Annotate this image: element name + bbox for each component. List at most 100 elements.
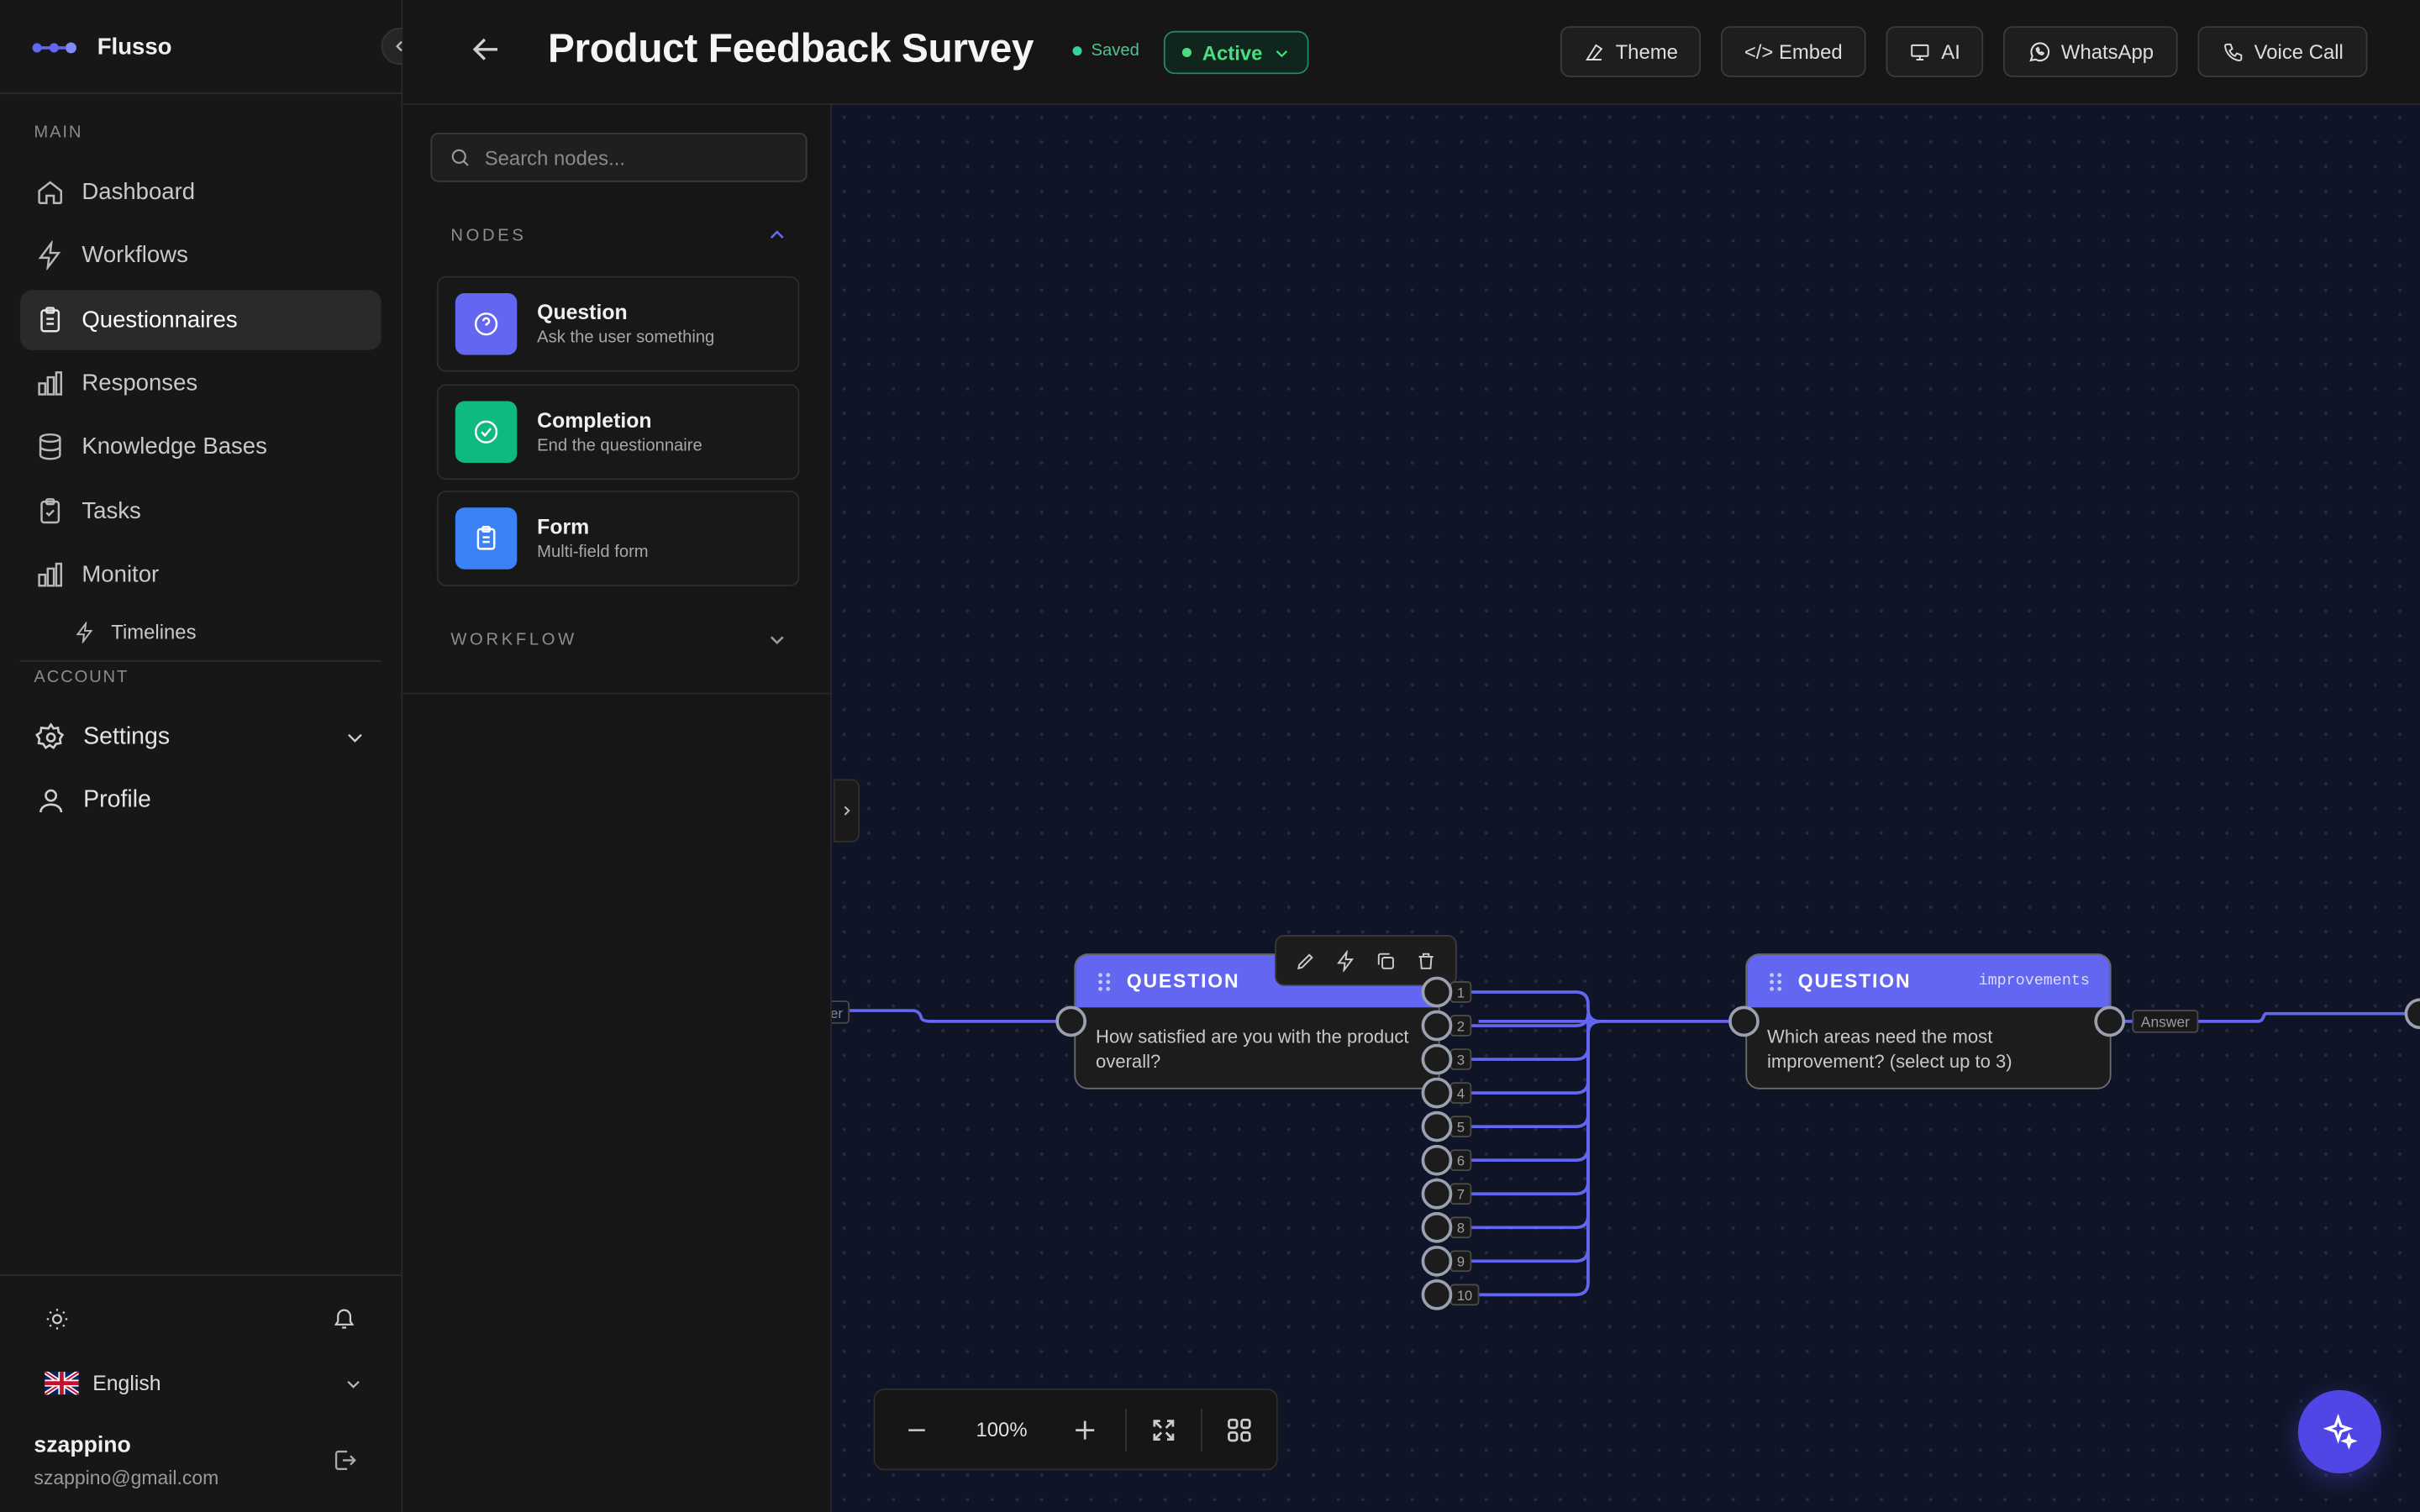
answer-output-handle[interactable] xyxy=(1421,1178,1453,1210)
search-box[interactable] xyxy=(430,132,808,182)
answer-output-label: 7 xyxy=(1457,1187,1465,1203)
chevron-left-icon xyxy=(396,40,402,52)
layout-grid-button[interactable] xyxy=(1202,1415,1276,1443)
theme-button-label: Theme xyxy=(1615,39,1678,64)
nodes-section-header[interactable]: NODES xyxy=(450,225,786,245)
arrow-left-icon xyxy=(472,38,498,60)
answer-output-handle[interactable] xyxy=(1421,1077,1453,1109)
edge-label-left: er xyxy=(831,1000,850,1024)
node-type-desc: Ask the user something xyxy=(537,328,715,348)
chevron-up-icon xyxy=(770,230,784,239)
answer-output-handle[interactable] xyxy=(1421,1144,1453,1176)
node-type-desc: End the questionnaire xyxy=(537,436,702,455)
language-select[interactable]: English xyxy=(45,1371,362,1395)
nodes-section-label: NODES xyxy=(450,226,527,245)
whatsapp-icon xyxy=(2028,42,2049,62)
workflow-section-header[interactable]: WORKFLOW xyxy=(450,629,786,649)
question-node-improvements[interactable]: QUESTION improvements Which areas need t… xyxy=(1745,953,2112,1089)
sidebar-item-knowledge-bases[interactable]: Knowledge Bases xyxy=(20,417,381,477)
sidebar-item-workflows[interactable]: Workflows xyxy=(20,225,381,286)
chevron-down-icon xyxy=(1276,50,1288,57)
trash-icon[interactable] xyxy=(1415,949,1437,971)
sidebar-item-monitor[interactable]: Monitor xyxy=(20,544,381,605)
next-node-handle[interactable] xyxy=(2404,998,2420,1030)
fit-view-button[interactable] xyxy=(1127,1415,1201,1443)
answer-output-handle[interactable] xyxy=(1421,1010,1453,1042)
status-label: Active xyxy=(1202,40,1263,65)
sidebar-item-settings[interactable]: Settings xyxy=(20,706,381,767)
answer-label: Answer xyxy=(2141,1013,2190,1030)
flow-canvas[interactable] xyxy=(831,104,2420,1512)
node-type-title: Question xyxy=(537,301,628,324)
input-handle[interactable] xyxy=(1055,1005,1087,1037)
answer-output-handle[interactable] xyxy=(1421,1043,1453,1075)
node-type-question[interactable]: Question Ask the user something xyxy=(436,276,800,372)
answer-output-handle[interactable] xyxy=(1421,1245,1453,1277)
output-handle[interactable] xyxy=(2094,1005,2126,1037)
node-toolbar xyxy=(1275,935,1457,986)
grid-icon xyxy=(1228,1417,1251,1441)
answer-output-label: 9 xyxy=(1457,1254,1465,1270)
zoom-in-button[interactable] xyxy=(1044,1415,1125,1443)
edge-outgoing xyxy=(2118,1011,2420,1023)
input-handle[interactable] xyxy=(1728,1005,1760,1037)
voice-call-button[interactable]: Voice Call xyxy=(2197,26,2368,77)
drag-handle-icon[interactable] xyxy=(1769,971,1783,991)
saved-indicator: Saved xyxy=(1072,42,1139,60)
answer-output-handle[interactable] xyxy=(1421,976,1453,1008)
answer-output-handle[interactable] xyxy=(1421,1211,1453,1243)
sidebar-item-label: Workflows xyxy=(82,242,188,269)
home-icon xyxy=(38,181,63,204)
node-type-label: QUESTION xyxy=(1126,970,1240,992)
sidebar-item-profile[interactable]: Profile xyxy=(20,770,381,831)
ai-assistant-button[interactable] xyxy=(2297,1389,2382,1474)
drag-handle-icon[interactable] xyxy=(1097,971,1112,991)
answer-edges xyxy=(1436,990,1601,1297)
sidebar-item-dashboard[interactable]: Dashboard xyxy=(20,162,381,223)
whatsapp-button[interactable]: WhatsApp xyxy=(2003,26,2178,77)
node-type-form[interactable]: Form Multi-field form xyxy=(436,491,800,586)
lightning-icon xyxy=(76,621,93,643)
panel-toggle-button[interactable] xyxy=(833,779,860,843)
back-button[interactable] xyxy=(469,33,502,66)
answer-output-label: 10 xyxy=(1457,1288,1472,1304)
answer-output-label: 5 xyxy=(1457,1120,1465,1136)
app-name: Flusso xyxy=(97,34,172,60)
clipboard-list-icon xyxy=(476,525,496,550)
plus-icon xyxy=(1076,1420,1095,1439)
node-question-text: Which areas need the most improvement? (… xyxy=(1767,1026,2012,1073)
gear-icon xyxy=(35,722,65,749)
sidebar-item-responses[interactable]: Responses xyxy=(20,354,381,414)
sidebar-item-questionnaires[interactable]: Questionnaires xyxy=(19,290,381,350)
app-logo[interactable]: Flusso xyxy=(31,34,172,60)
lightning-icon[interactable] xyxy=(1335,949,1357,972)
theme-button[interactable]: Theme xyxy=(1560,26,1702,77)
answer-output-handle[interactable] xyxy=(1421,1110,1453,1142)
status-dropdown[interactable]: Active xyxy=(1163,30,1309,75)
edges-layer: er xyxy=(831,990,2420,1297)
theme-toggle[interactable] xyxy=(45,1307,69,1331)
answer-output-handle[interactable] xyxy=(1421,1278,1453,1310)
node-type-title: Completion xyxy=(537,408,652,433)
sidebar-item-tasks[interactable]: Tasks xyxy=(20,481,381,542)
page-title[interactable]: Product Feedback Survey xyxy=(548,24,1034,71)
saved-dot-icon xyxy=(1072,46,1082,56)
ai-button[interactable]: AI xyxy=(1886,26,1984,77)
zoom-out-button[interactable] xyxy=(875,1417,958,1441)
copy-icon[interactable] xyxy=(1375,949,1397,971)
embed-button[interactable]: </> Embed xyxy=(1720,26,1866,77)
sidebar: Flusso MAIN Dashboard Workflows Question… xyxy=(0,0,403,1512)
search-input[interactable] xyxy=(484,145,778,170)
logout-button[interactable] xyxy=(332,1447,358,1473)
answer-output-label: 1 xyxy=(1457,984,1465,1000)
node-type-completion[interactable]: Completion End the questionnaire xyxy=(436,384,800,480)
node-header[interactable]: QUESTION improvements xyxy=(1747,954,2110,1008)
help-circle-icon xyxy=(474,312,498,336)
user-name: szappino xyxy=(34,1433,131,1458)
notifications-button[interactable] xyxy=(332,1305,356,1331)
sidebar-subitem-timelines[interactable]: Timelines xyxy=(74,620,197,643)
answer-edge xyxy=(1436,990,1601,1023)
edges-group xyxy=(831,1009,2420,1023)
pencil-icon[interactable] xyxy=(1295,949,1317,971)
